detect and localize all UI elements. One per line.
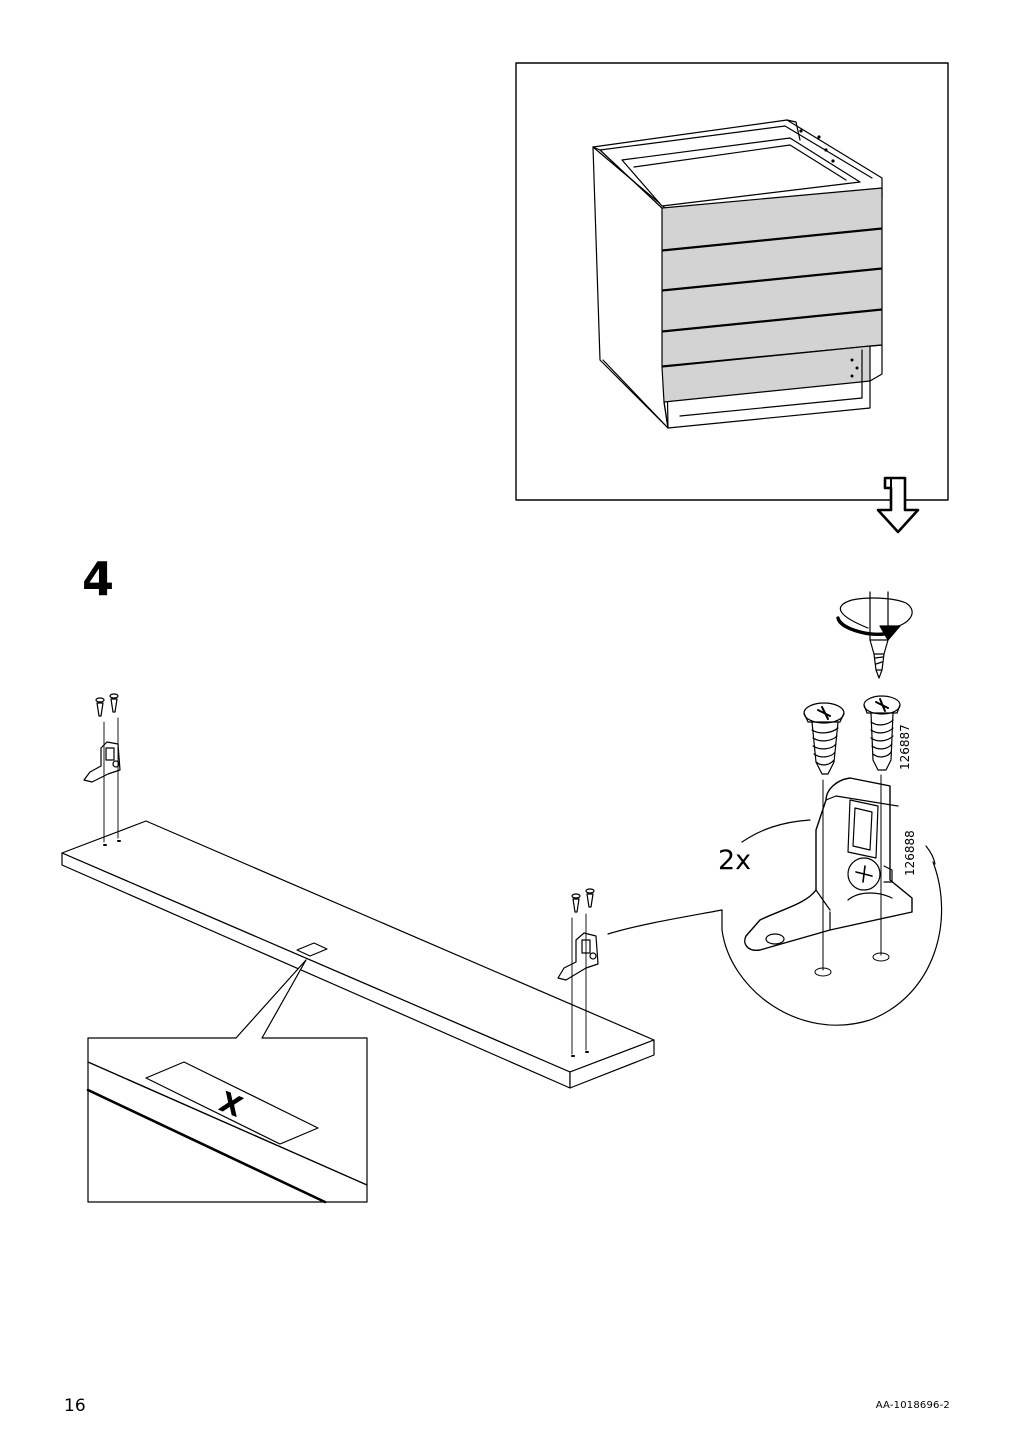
quantity-label: 2x (718, 845, 752, 876)
plinth-bracket-icon (744, 777, 913, 951)
left-bracket-set (83, 693, 121, 846)
rotating-screwdriver-icon (836, 591, 913, 679)
page-number: 16 (64, 1396, 86, 1416)
hole-guides (814, 774, 890, 977)
document-code: AA-1018696-2 (875, 1400, 950, 1411)
screw-icon (803, 702, 845, 775)
screw-icon (863, 695, 901, 771)
hollow-down-arrow-icon (876, 476, 920, 534)
detail-callout (607, 819, 943, 1026)
part-number-bracket: 126888 (903, 830, 917, 876)
cabinet-box (515, 62, 949, 501)
kitchen-base-cabinet-drawers-icon (592, 119, 883, 429)
zoom-inset (86, 959, 368, 1204)
right-bracket-set (557, 888, 599, 1057)
part-number-screw: 126887 (898, 724, 912, 770)
plinth-board-icon (61, 820, 655, 1089)
step-number: 4 (82, 552, 115, 606)
